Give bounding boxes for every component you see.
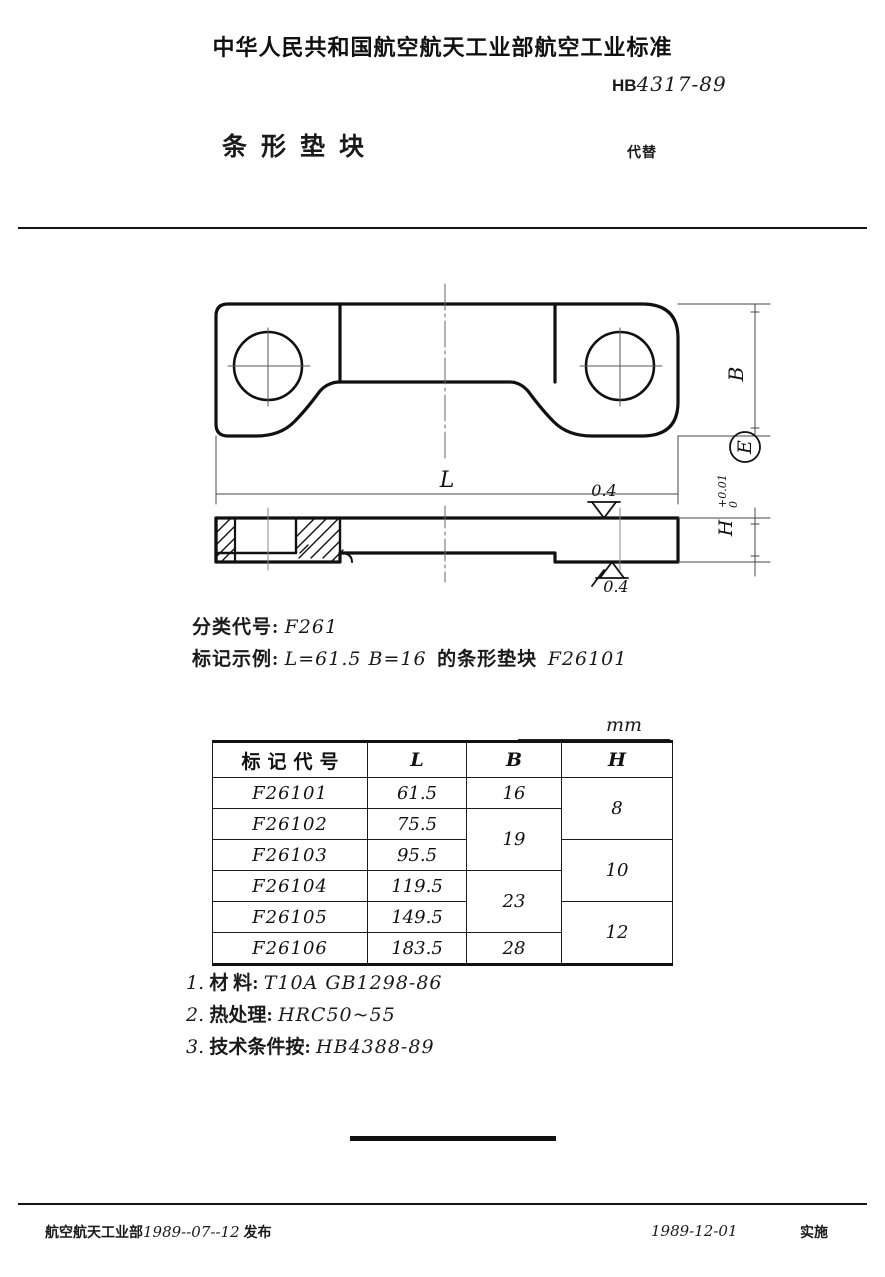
note-value: HRC50~55 [278, 1004, 396, 1026]
classification-code-separator: : [272, 617, 280, 638]
table-unit-underline [518, 739, 670, 740]
standard-code: HB4317-89 [612, 72, 727, 97]
part-name-heading: 条形垫块 [222, 134, 379, 161]
standard-code-prefix: HB [612, 76, 637, 95]
note-separator: : [304, 1037, 311, 1058]
note-value: HB4388-89 [316, 1036, 435, 1058]
dimension-table: 标记代号 L B H F26101 61.5 16 8 F26102 75.5 … [212, 740, 673, 966]
column-header-height: H [561, 741, 673, 778]
replaces-label: 代替 [627, 144, 657, 160]
table-row: F26106 183.5 28 [212, 932, 673, 965]
standard-code-number: 4317-89 [636, 72, 727, 96]
datum-marker-label: E [734, 440, 756, 455]
cell-length: 75.5 [367, 808, 467, 840]
dim-height-tol-upper: +0.01 [716, 474, 729, 508]
note-label: 热处理 [209, 1005, 267, 1026]
classification-code-line: 分类代号: F261 [192, 612, 338, 639]
table-header-row: 标记代号 L B H [212, 741, 673, 778]
marking-example-label: 标记示例 [192, 649, 273, 670]
technical-drawing: B L E [180, 270, 800, 600]
marking-example-separator: : [272, 649, 280, 670]
page-title: 中华人民共和国航空航天工业部航空工业标准 [212, 35, 673, 60]
note-value: T10A GB1298-86 [263, 972, 443, 994]
cell-width: 19 [466, 808, 562, 871]
marking-example-code: F26101 [547, 648, 628, 670]
section-end-bar [350, 1136, 556, 1141]
cell-width: 28 [466, 932, 562, 965]
note-label: 技术条件按 [209, 1037, 305, 1058]
footer-issue-date: 1989--07--12 [143, 1223, 240, 1241]
table-row: F26102 75.5 19 [212, 808, 673, 871]
footer-issuer: 航空航天工业部 [45, 1224, 143, 1240]
table-row: F26103 95.5 10 [212, 839, 673, 902]
cell-code: F26103 [212, 839, 368, 871]
cell-code: F26104 [212, 870, 368, 902]
cell-length: 119.5 [367, 870, 467, 902]
dim-height-label: H [715, 519, 737, 537]
footer-effective-date: 1989-12-01 [651, 1222, 738, 1240]
cell-code: F26105 [212, 901, 368, 933]
column-header-length: L [367, 741, 467, 778]
cell-width: 16 [466, 777, 562, 809]
header-divider [18, 227, 867, 229]
column-header-width: B [466, 741, 562, 778]
cell-length: 61.5 [367, 777, 467, 809]
roughness-top-value: 0.4 [591, 481, 616, 500]
note-separator: : [252, 973, 259, 994]
cell-width: 23 [466, 870, 562, 933]
cell-code: F26106 [212, 932, 368, 965]
cell-length: 149.5 [367, 901, 467, 933]
note-separator: : [266, 1005, 273, 1026]
footer-effective-verb: 实施 [800, 1224, 828, 1240]
note-index: 3. [186, 1036, 205, 1058]
marking-example-line: 标记示例: L=61.5 B=16 的条形垫块 F26101 [192, 644, 627, 671]
cell-height: 8 [561, 777, 673, 840]
column-header-code: 标记代号 [212, 741, 368, 778]
cell-code: F26102 [212, 808, 368, 840]
note-index: 2. [186, 1004, 205, 1026]
note-material: 1. 材 料: T10A GB1298-86 [186, 968, 443, 995]
table-row: F26105 149.5 12 [212, 901, 673, 965]
table-unit-label: mm [606, 714, 643, 736]
table-row: F26101 61.5 16 8 [212, 777, 673, 840]
cell-length: 183.5 [367, 932, 467, 965]
footer-divider [18, 1203, 867, 1205]
note-technical-conditions: 3. 技术条件按: HB4388-89 [186, 1032, 435, 1059]
footer-issue-verb: 发布 [243, 1224, 272, 1240]
note-heat-treatment: 2. 热处理: HRC50~55 [186, 1000, 396, 1027]
cell-height: 12 [561, 901, 673, 965]
table-row: F26104 119.5 23 [212, 870, 673, 933]
marking-example-part: 的条形垫块 [437, 649, 538, 670]
note-index: 1. [186, 972, 205, 994]
dim-width-label: B [724, 367, 748, 383]
footer-issue-info: 航空航天工业部1989--07--12 发布 [45, 1222, 272, 1242]
cell-length: 95.5 [367, 839, 467, 871]
classification-code-label: 分类代号 [192, 617, 273, 638]
dim-height-tol-lower: 0 [727, 501, 740, 508]
dim-length-label: L [439, 468, 455, 493]
cell-height: 10 [561, 839, 673, 902]
marking-example-dimensions: L=61.5 B=16 [284, 648, 427, 670]
roughness-bottom-value: 0.4 [603, 577, 628, 596]
classification-code-value: F261 [284, 616, 339, 638]
cell-code: F26101 [212, 777, 368, 809]
note-label: 材 料 [209, 973, 253, 994]
